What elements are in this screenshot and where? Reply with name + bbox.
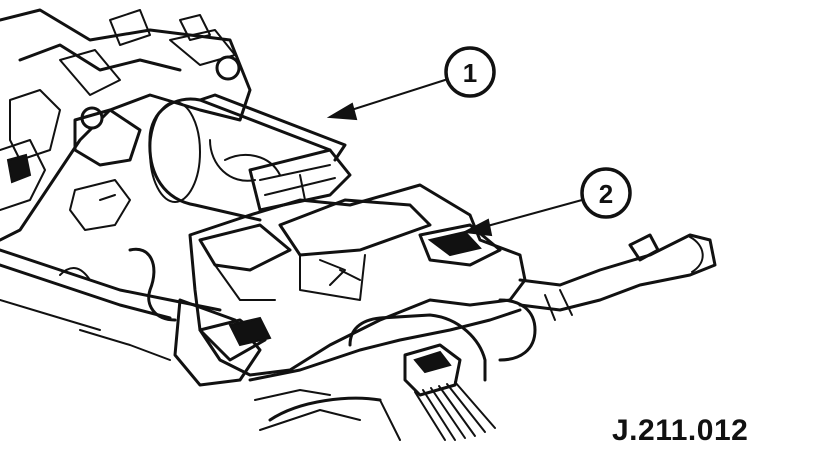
column-tube xyxy=(148,93,347,222)
figure-reference-code: J.211.012 xyxy=(612,414,749,447)
callout-1-arrowhead xyxy=(326,102,358,121)
callout-1: 1 xyxy=(326,46,496,121)
callout-1-label: 1 xyxy=(463,58,477,88)
stalk-lever xyxy=(498,233,717,362)
callout-2-arrowhead xyxy=(461,218,493,237)
callout-2: 2 xyxy=(461,167,632,237)
callout-2-circle xyxy=(580,167,632,219)
switch-housing xyxy=(188,148,527,377)
wire-connector xyxy=(403,343,496,441)
callout-2-label: 2 xyxy=(599,179,613,209)
callout-1-circle xyxy=(444,46,496,98)
lower-column-body xyxy=(173,298,522,441)
mounting-bracket xyxy=(0,8,252,242)
wiring-harness xyxy=(0,247,222,361)
